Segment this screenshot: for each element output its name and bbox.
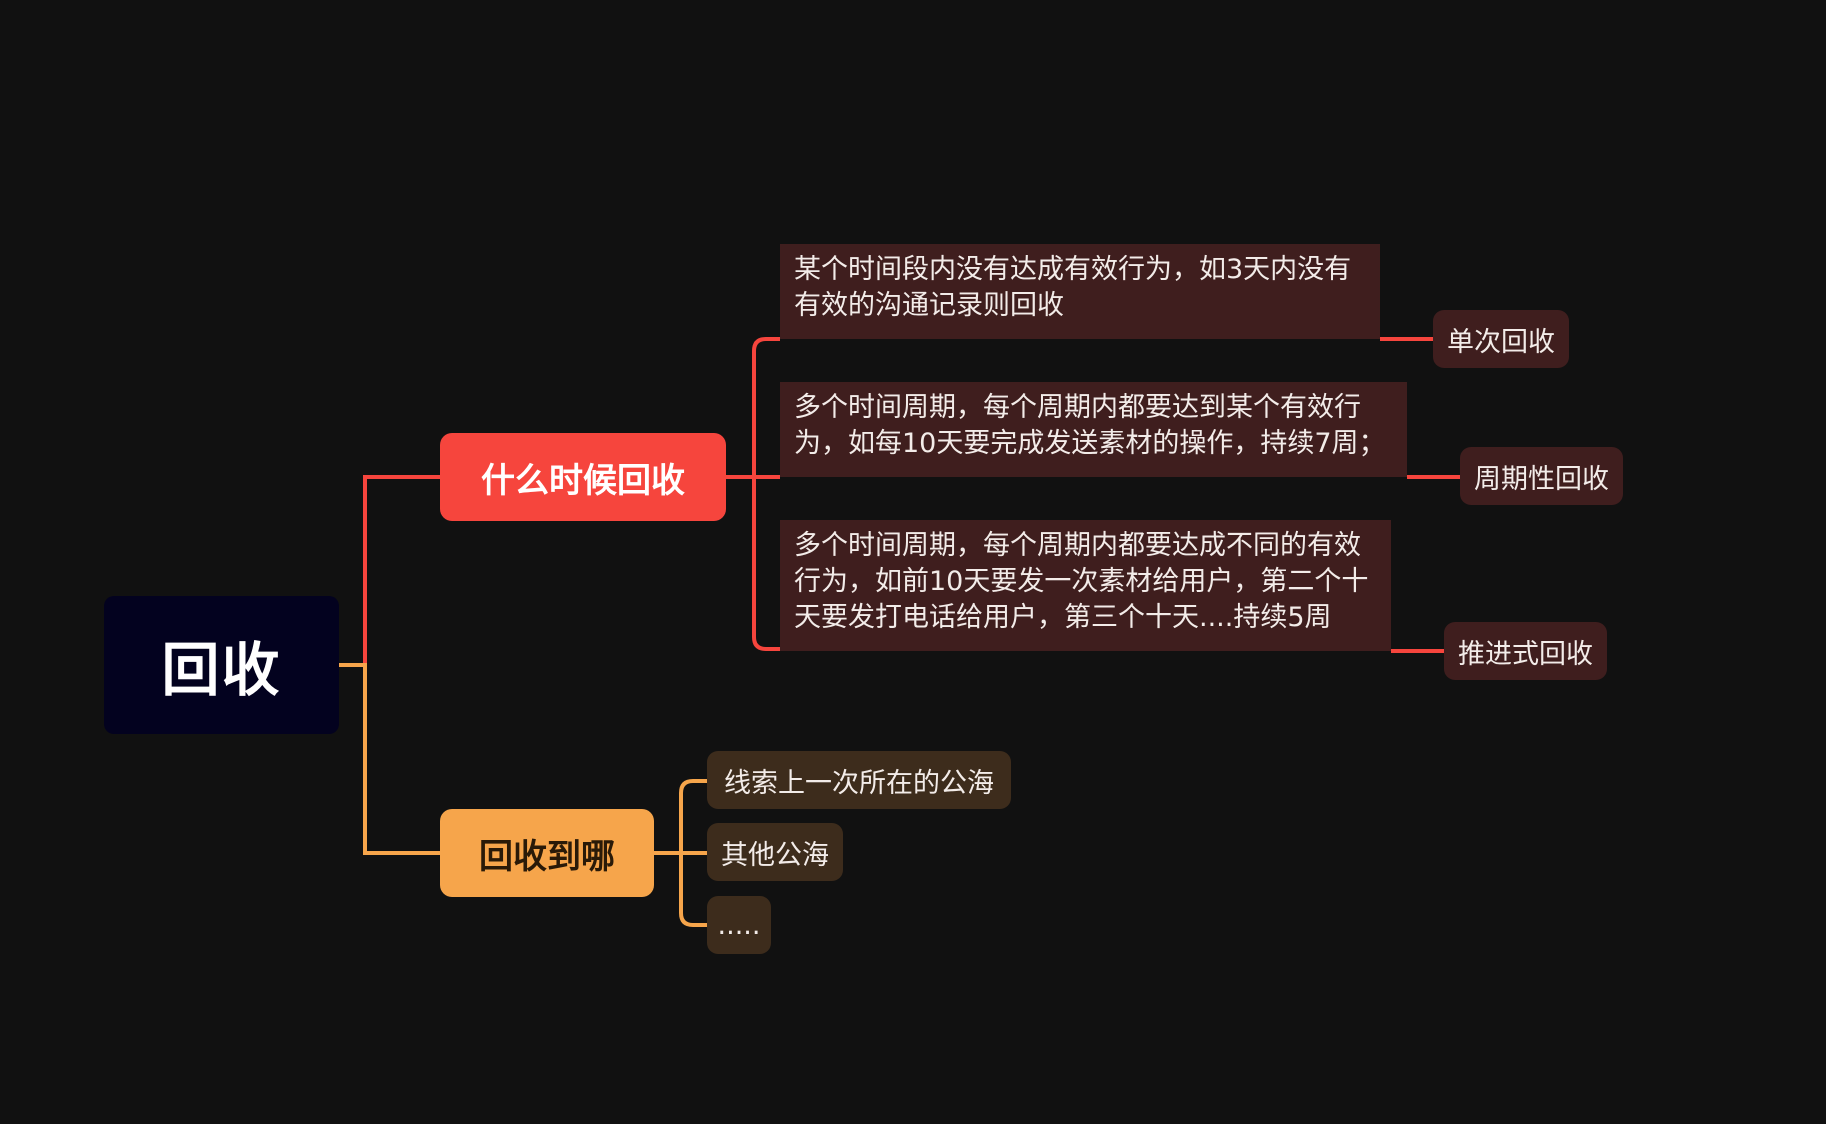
branch-where-to-recycle[interactable]: 回收到哪 (440, 809, 654, 897)
label-periodic-recycle[interactable]: 周期性回收 (1460, 447, 1623, 505)
connector-branch2-bracket (679, 779, 707, 927)
connector-root-to-branch1 (339, 475, 440, 667)
label-single-recycle[interactable]: 单次回收 (1433, 310, 1569, 368)
description-periodic-recycle[interactable]: 多个时间周期，每个周期内都要达到某个有效行 为，如每10天要完成发送素材的操作，… (780, 382, 1407, 477)
leaf-other-public-pool[interactable]: 其他公海 (707, 823, 843, 881)
leaf-ellipsis[interactable]: ..... (707, 896, 771, 954)
connector-branch1-bracket (752, 337, 780, 651)
leaf-last-public-pool[interactable]: 线索上一次所在的公海 (707, 751, 1011, 809)
root-node[interactable]: 回收 (104, 596, 339, 734)
branch-when-to-recycle[interactable]: 什么时候回收 (440, 433, 726, 521)
description-single-recycle[interactable]: 某个时间段内没有达成有效行为，如3天内没有 有效的沟通记录则回收 (780, 244, 1380, 339)
label-progressive-recycle[interactable]: 推进式回收 (1444, 622, 1607, 680)
connector-root-to-branch2 (339, 663, 440, 855)
description-progressive-recycle[interactable]: 多个时间周期，每个周期内都要达成不同的有效 行为，如前10天要发一次素材给用户，… (780, 520, 1391, 651)
